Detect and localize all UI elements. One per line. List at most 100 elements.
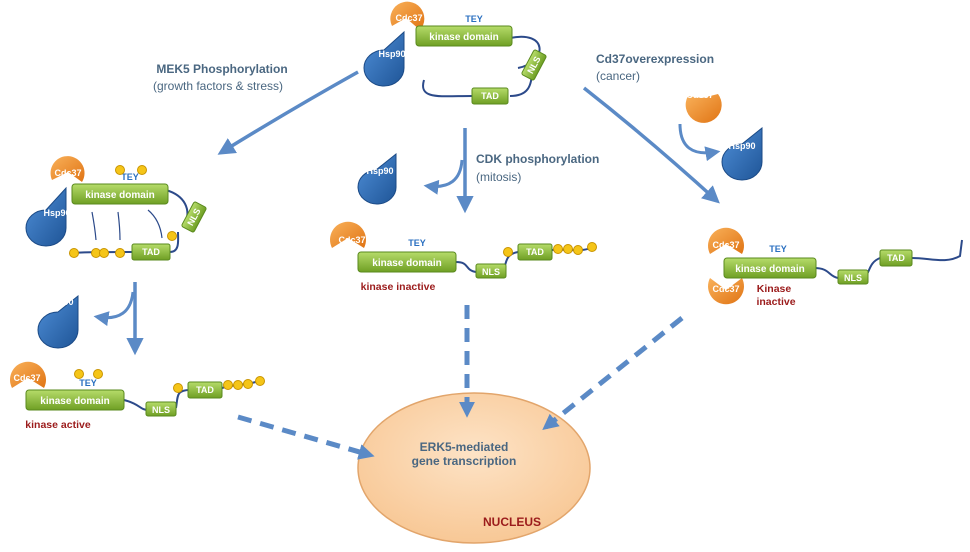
phospho-site (115, 165, 125, 175)
phospho-site (587, 242, 597, 252)
kinase-domain-middle (357, 251, 457, 273)
cdc37-left-upper (50, 156, 85, 182)
erk5-complex-left-upper: Hsp90 Cdc37 kinase domain TEY NLS TAD (25, 156, 207, 261)
hsp90-free-left (37, 294, 79, 349)
cdc37-label-right-upper: Cdc37 (712, 240, 739, 250)
tad-label-left-upper: TAD (142, 247, 160, 257)
phospho-site (137, 165, 147, 175)
kinase-active-label: kinase active (25, 419, 91, 431)
phospho-site (69, 248, 79, 258)
hsp90-left-upper (25, 186, 67, 247)
kinase-domain-left-upper (71, 183, 169, 205)
cdc37-label-right-lower: Cdc37 (712, 284, 739, 294)
tad-left-upper (131, 243, 171, 261)
hsp90-label-free-middle: Hsp90 (366, 166, 393, 176)
phospho-site (74, 369, 84, 379)
hsp90-release-arrow-left (93, 291, 135, 327)
cdc37-free-right (685, 94, 722, 123)
pathway-arrows (93, 70, 721, 356)
cdc37-label-left-lower: Cdc37 (13, 373, 40, 383)
hsp90-label-free-right: Hsp90 (728, 141, 755, 151)
tey-label-middle: TEY (408, 238, 426, 248)
hsp90-label-free-left: Hsp90 (46, 297, 73, 307)
cdc37-right-lower (707, 278, 744, 305)
phospho-site (233, 380, 243, 390)
erk5-complex-left-lower: Cdc37 kinase domain TEY NLS TAD kinase a… (10, 361, 265, 431)
kinase-domain-left-lower (25, 389, 125, 411)
cdc37-label-free-right: Cdc37 (686, 90, 713, 100)
nls-top (521, 49, 547, 81)
phospho-site (223, 380, 233, 390)
nucleus-ellipse (357, 392, 591, 544)
pathway-labels: MEK5 Phosphorylation (growth factors & s… (153, 52, 714, 184)
nucleus-entry-arrows (237, 305, 684, 460)
phospho-site (167, 231, 177, 241)
dashed-arrow-left (237, 414, 375, 460)
free-hsp90-middle: Hsp90 (357, 152, 397, 205)
hsp90-label-top: Hsp90 (378, 49, 405, 59)
kinase-domain-label-right: kinase domain (735, 264, 804, 275)
free-hsp90-left: Hsp90 (37, 294, 79, 349)
nls-middle (475, 263, 507, 279)
hsp90-free-right (721, 126, 763, 181)
tey-label-left-upper: TEY (121, 172, 139, 182)
hsp90-free-middle (357, 152, 397, 205)
phospho-site (573, 245, 583, 255)
kinase-domain-top (415, 25, 513, 47)
mek5-arrow (217, 70, 359, 155)
cdc37-right-upper (707, 227, 744, 254)
phospho-site (99, 248, 109, 258)
phospho-site (553, 244, 563, 254)
erk5-complex-middle: Cdc37 kinase domain TEY NLS TAD kinase i… (330, 221, 597, 293)
nls-label-left-lower: NLS (152, 405, 170, 415)
nls-left-lower (145, 401, 177, 417)
cdk-subtitle: (mitosis) (476, 170, 521, 184)
mek5-title: MEK5 Phosphorylation (156, 62, 287, 76)
phospho-site (503, 247, 513, 257)
cdc37-subtitle: (cancer) (596, 69, 640, 83)
tad-label-top: TAD (481, 91, 499, 101)
tail-right (911, 239, 963, 262)
hsp90-top (363, 30, 405, 87)
kinase-domain-right (723, 257, 817, 279)
tad-right (879, 249, 913, 267)
nucleus-text-line1: ERK5-mediated (420, 440, 509, 454)
tad-top (471, 87, 509, 105)
cdc37-middle (330, 221, 366, 248)
hsp90-release-arrow-mid (423, 159, 464, 195)
nucleus-label: NUCLEUS (483, 515, 541, 529)
mek5-subtitle: (growth factors & stress) (153, 79, 283, 93)
kinase-domain-label-left-upper: kinase domain (85, 190, 154, 201)
arrows-internal (91, 209, 163, 241)
cdc37-label-middle: Cdc37 (338, 235, 365, 245)
cdc37-label-left-upper: Cdc37 (54, 168, 81, 178)
tey-label-right: TEY (769, 244, 787, 254)
cdc37-label-top: Cdc37 (395, 13, 422, 23)
kinase-inactive-label-right-line1: Kinase (757, 283, 792, 295)
cdc37-arrow (582, 86, 720, 204)
tad-label-right: TAD (887, 253, 905, 263)
phospho-site (255, 376, 265, 386)
phospho-sites-left-lower (74, 369, 265, 393)
phospho-sites-middle (503, 242, 597, 257)
phospho-site (243, 379, 253, 389)
free-chaperones-right: Cdc37 Hsp90 (685, 90, 763, 181)
kinase-inactive-label-right-line2: inactive (756, 296, 795, 308)
dashed-arrow-right (542, 316, 684, 431)
cdc37-top (390, 1, 425, 31)
cdc37-left-lower (10, 361, 46, 388)
phospho-site (115, 248, 125, 258)
nucleus-text-line2: gene transcription (412, 454, 517, 468)
cdc37-exchange-arrow (678, 123, 721, 162)
tey-label-left-lower: TEY (79, 378, 97, 388)
nucleus: ERK5-mediated gene transcription NUCLEUS (357, 392, 591, 544)
phospho-site (93, 369, 103, 379)
erk5-complex-right: Cdc37 Cdc37 kinase domain TEY NLS TAD Ki… (707, 227, 963, 308)
tad-middle (517, 243, 553, 261)
phospho-sites-left-upper (69, 165, 177, 258)
tey-label-top: TEY (465, 14, 483, 24)
kinase-inactive-label-middle: kinase inactive (361, 281, 436, 293)
tad-left-lower (187, 381, 223, 399)
erk5-complex-top: Hsp90 Cdc37 kinase domain TEY NLS TAD (363, 1, 547, 105)
